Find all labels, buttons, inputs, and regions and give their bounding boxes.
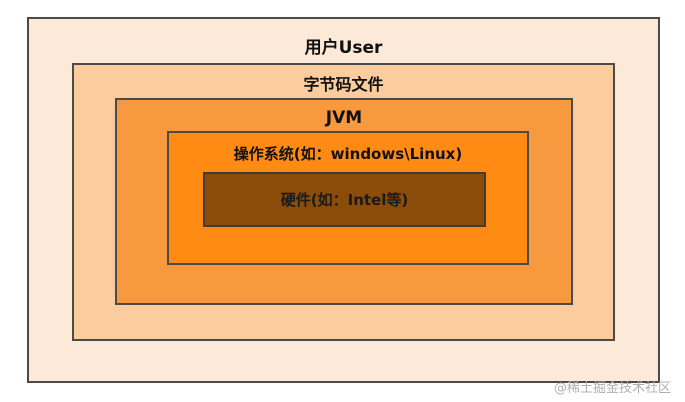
layer-bytecode-label: 字节码文件 bbox=[303, 75, 384, 94]
layer-jvm-label: JVM bbox=[325, 108, 363, 128]
layer-user-label: 用户User bbox=[304, 38, 383, 58]
layer-os-label: 操作系统(如：windows\Linux) bbox=[233, 145, 463, 163]
layer-hardware-box: 硬件(如：Intel等) bbox=[203, 172, 486, 227]
watermark: @稀土掘金技术社区 bbox=[553, 381, 671, 396]
layer-hardware-label: 硬件(如：Intel等) bbox=[280, 191, 409, 209]
